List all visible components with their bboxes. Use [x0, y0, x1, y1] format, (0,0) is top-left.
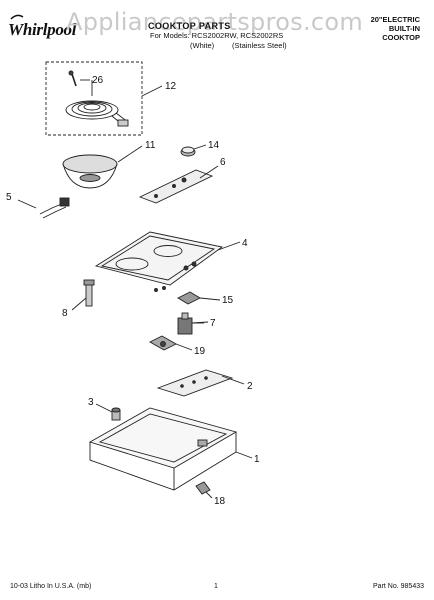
infinite-switch	[177, 312, 204, 335]
callout-14: 14	[208, 140, 220, 151]
callout-2: 2	[247, 381, 253, 392]
callout-labels: 26 12 11 14 6 5 4 15 8 7 19 2 3 1 18	[6, 75, 260, 507]
cooktop-box	[88, 407, 238, 491]
variant-stainless: (Stainless Steel)	[232, 41, 287, 50]
drip-bowl	[62, 154, 118, 189]
variant-white: (White)	[190, 41, 215, 50]
mounting-clip	[149, 335, 177, 351]
front-bracket	[156, 369, 234, 397]
surface-element-group	[45, 61, 143, 136]
footer-litho: 10-03 Litho In U.S.A. (mb)	[10, 583, 92, 590]
control-panel	[138, 169, 214, 204]
product-line-3: COOKTOP	[382, 33, 420, 42]
terminal-block	[39, 197, 70, 219]
callout-4: 4	[242, 238, 248, 249]
callout-5: 5	[6, 192, 12, 203]
brand-logo: Whirlpool	[8, 20, 77, 39]
callout-8: 8	[62, 308, 68, 319]
callout-19: 19	[194, 346, 206, 357]
control-knob	[180, 146, 196, 157]
callout-26: 26	[92, 75, 104, 86]
callout-3: 3	[88, 397, 94, 408]
hold-down-bracket	[83, 279, 95, 307]
footer-part-number: Part No. 985433	[373, 583, 424, 590]
part-26-screw	[68, 70, 90, 87]
callout-1: 1	[254, 454, 260, 465]
callout-12: 12	[165, 81, 177, 92]
callout-18: 18	[214, 496, 226, 507]
product-line-2: BUILT-IN	[388, 24, 420, 33]
part-3-screw	[111, 407, 121, 421]
callout-15: 15	[222, 295, 234, 306]
page-title: COOKTOP PARTS	[148, 21, 231, 31]
cooktop-main-top	[94, 231, 224, 292]
watermark: Appliancepartspros.com	[66, 8, 364, 36]
product-line-1: 20"ELECTRIC	[370, 15, 420, 24]
callout-11: 11	[145, 140, 156, 151]
callout-6: 6	[220, 157, 226, 168]
brand-swoosh-icon	[10, 14, 24, 20]
switch-plate	[177, 291, 201, 305]
box-clip	[195, 481, 211, 495]
footer-page-number: 1	[214, 583, 218, 590]
callout-7: 7	[210, 318, 216, 329]
models-label: For Models: RCS2002RW, RCS2002RS	[150, 31, 284, 40]
